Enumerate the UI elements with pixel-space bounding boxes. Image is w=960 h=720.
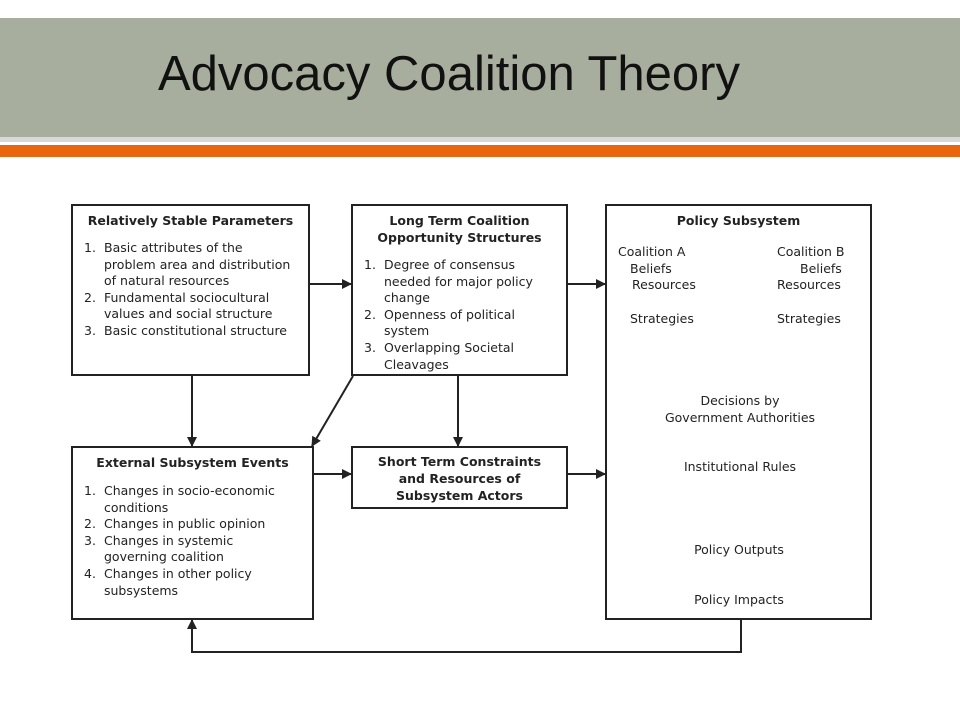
policy-subsystem-title: Policy Subsystem: [676, 213, 801, 228]
list-item: 1.Changes in socio-economic conditions: [84, 483, 275, 515]
long-term-list: 1.Degree of consensus needed for major p…: [364, 257, 554, 373]
arrow-longterm-to-external: [311, 375, 354, 447]
list-item: 1.Basic attributes of the problem area a…: [84, 240, 291, 289]
coalition-a-name: Coalition A: [618, 244, 686, 259]
institutional-rules-label: Institutional Rules: [683, 459, 797, 474]
title-band: [0, 18, 960, 137]
coalition-b-strategies: Strategies: [777, 311, 841, 326]
list-item: 2.Changes in public opinion: [84, 516, 266, 532]
title-divider-gray: [0, 137, 960, 142]
title-divider-orange: [0, 145, 960, 157]
policy-subsystem-box: Policy Subsystem: [605, 204, 872, 620]
list-item: 2.Fundamental sociocultural values and s…: [84, 289, 273, 322]
coalition-a-resources: Resources: [632, 277, 696, 292]
long-term-box: Long Term Coalition Opportunity Structur…: [351, 204, 568, 376]
coalition-b-name: Coalition B: [777, 244, 845, 259]
list-item: 3.Basic constitutional structure: [84, 322, 287, 338]
list-item: 2.Openness of political system: [364, 306, 515, 339]
long-term-title: Long Term Coalition Opportunity Structur…: [377, 213, 542, 245]
policy-outputs-label: Policy Outputs: [694, 542, 784, 557]
coalition-a-beliefs: Beliefs: [630, 261, 672, 276]
external-events-box: External Subsystem Events 1.Changes in s…: [71, 446, 314, 620]
short-term-box: Short Term Constraints and Resources of …: [351, 446, 568, 509]
short-term-title: Short Term Constraints and Resources of …: [377, 454, 542, 503]
list-item: 3.Changes in systemic governing coalitio…: [84, 532, 234, 565]
stable-parameters-title: Relatively Stable Parameters: [87, 213, 294, 228]
coalition-b-resources: Resources: [777, 277, 841, 292]
list-item: 1.Degree of consensus needed for major p…: [364, 257, 533, 306]
list-item: 3.Overlapping Societal Cleavages: [364, 339, 515, 372]
stable-parameters-list: 1.Basic attributes of the problem area a…: [84, 240, 294, 340]
feedback-loop: [187, 619, 742, 653]
external-events-list: 1.Changes in socio-economic conditions 2…: [84, 483, 299, 599]
decisions-label: Decisions by Government Authorities: [664, 393, 816, 425]
external-events-title: External Subsystem Events: [96, 455, 289, 470]
stable-parameters-box: Relatively Stable Parameters 1.Basic att…: [71, 204, 310, 376]
coalition-a-strategies: Strategies: [630, 311, 694, 326]
slide-title: Advocacy Coalition Theory: [158, 47, 740, 101]
list-item: 4.Changes in other policy subsystems: [84, 565, 252, 598]
coalition-b-beliefs: Beliefs: [800, 261, 842, 276]
policy-impacts-label: Policy Impacts: [694, 592, 784, 607]
